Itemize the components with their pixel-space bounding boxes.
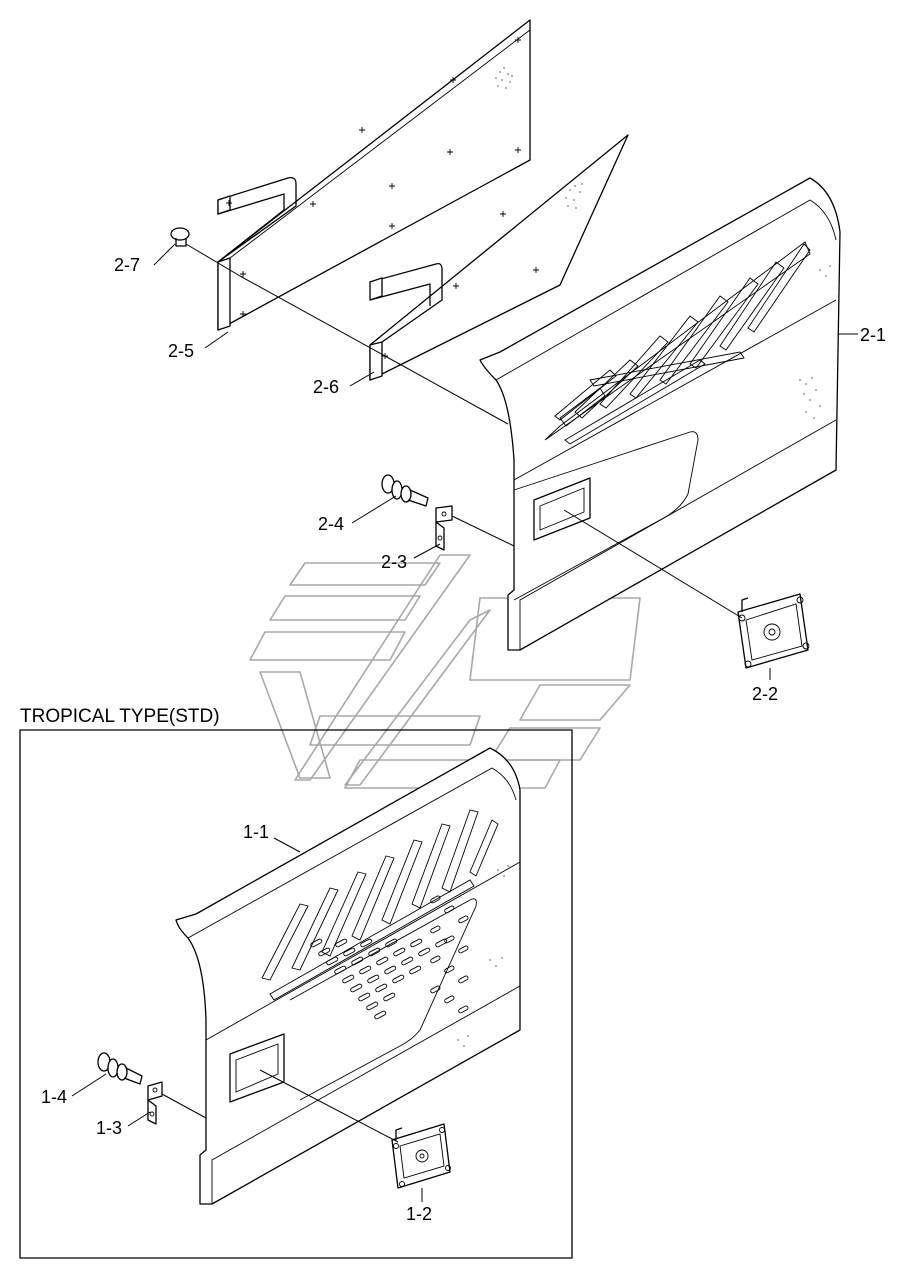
perforation-slot <box>430 925 441 934</box>
perforation-slot <box>343 947 356 957</box>
perforation-slot <box>458 1005 469 1014</box>
foam-pad-2-5 <box>217 19 531 331</box>
perforation-slot <box>430 955 441 964</box>
perforation-slot <box>458 975 469 984</box>
perforation-slot <box>310 938 323 948</box>
perforation-slot <box>409 965 422 975</box>
perforation-slot <box>418 947 431 957</box>
perforation-slot <box>375 983 388 993</box>
label-2-2: 2-2 <box>752 684 778 704</box>
leader-lines-lower <box>71 837 423 1202</box>
perforation-slot <box>444 935 455 944</box>
label-1-3: 1-3 <box>96 1118 122 1138</box>
perforation-slot <box>326 956 339 966</box>
perforation-slot <box>318 947 331 957</box>
frame-title: TROPICAL TYPE(STD) <box>20 706 220 727</box>
side-panel-2-1 <box>479 177 841 651</box>
perforation-grid <box>310 895 469 1020</box>
perforation-slot <box>458 945 469 954</box>
label-2-1: 2-1 <box>860 325 886 345</box>
perforation-slot <box>368 947 381 957</box>
perforation-slot <box>444 995 455 1004</box>
perforation-slot <box>393 947 406 957</box>
perforation-slot <box>392 974 405 984</box>
perforation-slot <box>430 985 441 994</box>
perforation-slot <box>383 992 396 1002</box>
perforation-slot <box>334 965 347 975</box>
latch-1-2 <box>391 1123 451 1189</box>
bracket-1-3 <box>147 1081 163 1125</box>
bolt-2-4 <box>381 474 429 507</box>
perforation-slot <box>444 905 455 914</box>
perforation-slot <box>342 974 355 984</box>
perforation-slot <box>367 974 380 984</box>
perforation-slot <box>458 915 469 924</box>
label-2-4: 2-4 <box>318 514 344 534</box>
perforation-slot <box>435 938 448 948</box>
side-panel-1-1 <box>175 747 521 1205</box>
perforation-slot <box>359 965 372 975</box>
perforation-slot <box>385 938 398 948</box>
bolt-1-4 <box>97 1052 143 1085</box>
label-2-7: 2-7 <box>114 255 140 275</box>
perforation-slot <box>360 938 373 948</box>
latch-2-2 <box>737 593 810 669</box>
perforation-slot <box>430 895 441 904</box>
perforation-slot <box>374 1010 387 1020</box>
perforation-slot <box>444 965 455 974</box>
callout-labels: TROPICAL TYPE(STD) 2-7 2-5 2-6 2-1 2-4 2… <box>20 255 886 1224</box>
clip-2-7 <box>170 227 190 247</box>
perforation-slot <box>384 965 397 975</box>
bracket-2-3 <box>435 505 453 551</box>
perforation-slot <box>376 956 389 966</box>
label-2-6: 2-6 <box>313 377 339 397</box>
tropical-frame <box>19 729 573 1259</box>
label-2-5: 2-5 <box>168 341 194 361</box>
foam-pad-2-6 <box>369 134 629 381</box>
perforation-slot <box>351 956 364 966</box>
perforation-slot <box>358 992 371 1002</box>
perforation-slot <box>350 983 363 993</box>
perforation-slot <box>401 956 414 966</box>
perforation-slot <box>366 1001 379 1011</box>
leader-lines-upper <box>153 243 858 680</box>
label-1-2: 1-2 <box>406 1204 432 1224</box>
perforation-slot <box>335 938 348 948</box>
label-1-4: 1-4 <box>41 1087 67 1107</box>
label-1-1: 1-1 <box>243 822 269 842</box>
label-2-3: 2-3 <box>381 552 407 572</box>
perforation-slot <box>410 938 423 948</box>
